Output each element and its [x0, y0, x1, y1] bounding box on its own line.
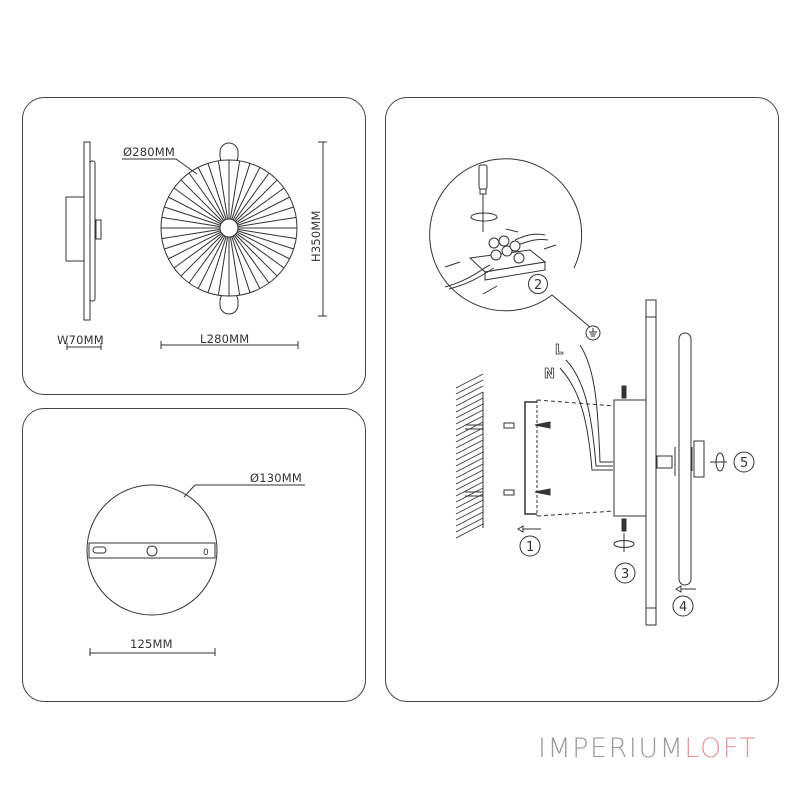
plate-diameter-label: Ø130MM — [250, 471, 302, 485]
width-label: W70MM — [57, 333, 104, 347]
brand-part2: LOFT — [684, 733, 758, 764]
mount-plate-drawing — [86, 484, 218, 616]
step-5-badge — [733, 451, 755, 473]
step-3-badge — [614, 562, 636, 584]
wall-hatch — [455, 373, 484, 539]
step-2-number: 2 — [534, 278, 542, 293]
slot-mark: 0 — [203, 548, 209, 558]
step-4-badge — [672, 595, 694, 617]
terminal-block-detail — [429, 158, 592, 329]
length-label: L280MM — [200, 332, 249, 346]
front-view-sunburst — [160, 142, 298, 315]
step-5-number: 5 — [740, 456, 748, 471]
plate-width-label: 125MM — [130, 637, 173, 651]
wire-label-neutral: N — [544, 367, 555, 382]
step-1-badge — [519, 535, 541, 557]
step-4-number: 4 — [679, 600, 687, 615]
step-1-number: 1 — [526, 540, 534, 555]
diameter-label: Ø280MM — [123, 145, 175, 159]
height-label: H350MM — [309, 210, 323, 262]
side-view-drawing — [65, 141, 102, 321]
step-2-badge — [528, 274, 548, 294]
step-3-number: 3 — [621, 567, 629, 582]
brand-logo: IMPERIUMLOFT — [538, 733, 757, 764]
wire-label-live: L — [555, 343, 563, 358]
brand-part1: IMPERIUM — [538, 733, 685, 764]
ground-icon — [585, 325, 601, 341]
